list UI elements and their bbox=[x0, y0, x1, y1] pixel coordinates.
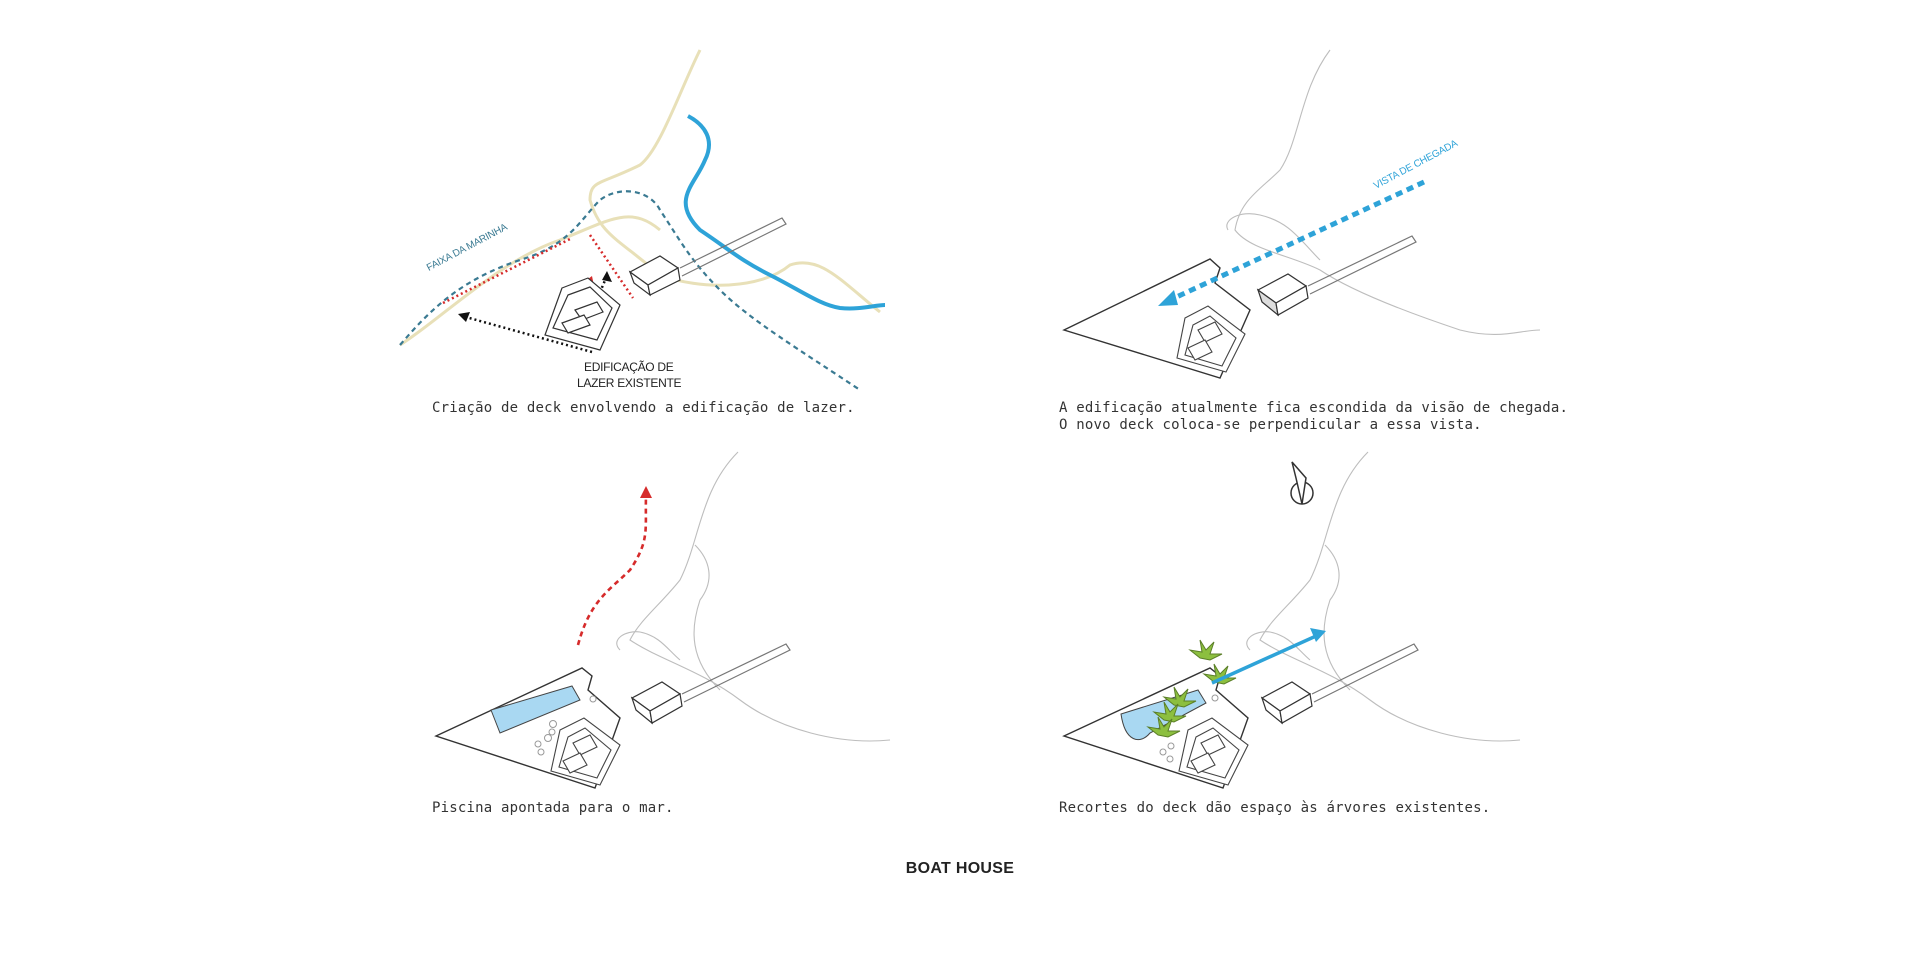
pier-4 bbox=[1311, 643, 1419, 703]
coast-outline-3 bbox=[629, 451, 891, 742]
view-arrowhead bbox=[1158, 290, 1178, 306]
label-edificacao-line-2: LAZER EXISTENTE bbox=[577, 376, 682, 390]
blue-arrowhead-4 bbox=[1310, 628, 1326, 642]
page-title: BOAT HOUSE bbox=[905, 860, 1015, 877]
coast-outline bbox=[1234, 49, 1541, 335]
caption-line: Criação de deck envolvendo a edificação … bbox=[432, 400, 855, 416]
sea-view-blue-arrow bbox=[1211, 634, 1317, 685]
pier-2 bbox=[1307, 235, 1417, 295]
caption-panel-2: A edificação atualmente fica escondida d… bbox=[1059, 400, 1568, 434]
coast-outline-4b bbox=[1323, 544, 1351, 691]
sand-line bbox=[588, 49, 881, 314]
existing-building-4 bbox=[1178, 717, 1249, 786]
black-arrowhead-left bbox=[458, 312, 470, 322]
boat-house-4 bbox=[1260, 681, 1313, 725]
coast-outline-4 bbox=[1259, 451, 1521, 742]
view-arrow-line bbox=[1168, 179, 1426, 303]
black-arrowhead-up bbox=[602, 271, 612, 282]
boat-house bbox=[628, 255, 681, 297]
north-arrow-icon bbox=[1290, 461, 1314, 505]
site-diagram-2 bbox=[1062, 49, 1541, 379]
existing-building bbox=[544, 277, 621, 351]
palm-tree-icon bbox=[1152, 701, 1187, 723]
pool bbox=[490, 685, 581, 734]
existing-building-2 bbox=[1176, 305, 1246, 373]
palm-tree-icon bbox=[1146, 716, 1181, 738]
pool-deck-circles bbox=[534, 695, 597, 756]
caption-panel-3: Piscina apontada para o mar. bbox=[432, 800, 674, 817]
sea-direction-red-arrow bbox=[576, 494, 648, 646]
boat-house-2 bbox=[1256, 273, 1309, 317]
red-arrowhead-3 bbox=[640, 486, 652, 498]
marinha-boundary-line bbox=[399, 190, 861, 391]
label-edificacao-line-1: EDIFICAÇÃO DE bbox=[584, 360, 674, 374]
site-diagram-1 bbox=[399, 49, 886, 391]
site-diagram-3 bbox=[434, 451, 891, 789]
coast-outline-2 bbox=[1226, 213, 1321, 261]
caption-panel-1: Criação de deck envolvendo a edificação … bbox=[432, 400, 855, 417]
coast-outline-3b bbox=[693, 544, 721, 691]
palm-tree-icon bbox=[1188, 639, 1223, 661]
caption-line: Piscina apontada para o mar. bbox=[432, 800, 674, 816]
water-line bbox=[683, 114, 886, 311]
diagram-panel-pool bbox=[434, 451, 891, 789]
boat-house-3 bbox=[630, 681, 683, 725]
caption-line: Recortes do deck dão espaço às árvores e… bbox=[1059, 800, 1491, 816]
diagram-panel-arrival-view: VISTA DE CHEGADA bbox=[0, 0, 1920, 440]
existing-building-3 bbox=[550, 717, 621, 786]
coast-outline-4c bbox=[1246, 631, 1311, 661]
black-dotted-arrow-up bbox=[596, 277, 608, 298]
tree-trunk-circles bbox=[1159, 694, 1219, 763]
palm-trees bbox=[1146, 639, 1237, 738]
caption-panel-4: Recortes do deck dão espaço às árvores e… bbox=[1059, 800, 1490, 817]
pier-3 bbox=[681, 643, 791, 703]
palm-tree-icon bbox=[1162, 686, 1197, 708]
caption-line: A edificação atualmente fica escondida d… bbox=[1059, 400, 1569, 416]
deck-edge-red-line-1 bbox=[442, 236, 573, 305]
diagram-panel-deck-envelope: FAIXA DA MARINHA EDIFICAÇÃO DE LAZER EXI… bbox=[0, 0, 960, 440]
sand-line-west bbox=[399, 215, 661, 347]
pier bbox=[679, 217, 787, 277]
palm-tree-icon bbox=[1202, 663, 1237, 685]
caption-line: O novo deck coloca-se perpendicular a es… bbox=[1059, 417, 1482, 433]
coast-outline-3c bbox=[616, 631, 681, 661]
